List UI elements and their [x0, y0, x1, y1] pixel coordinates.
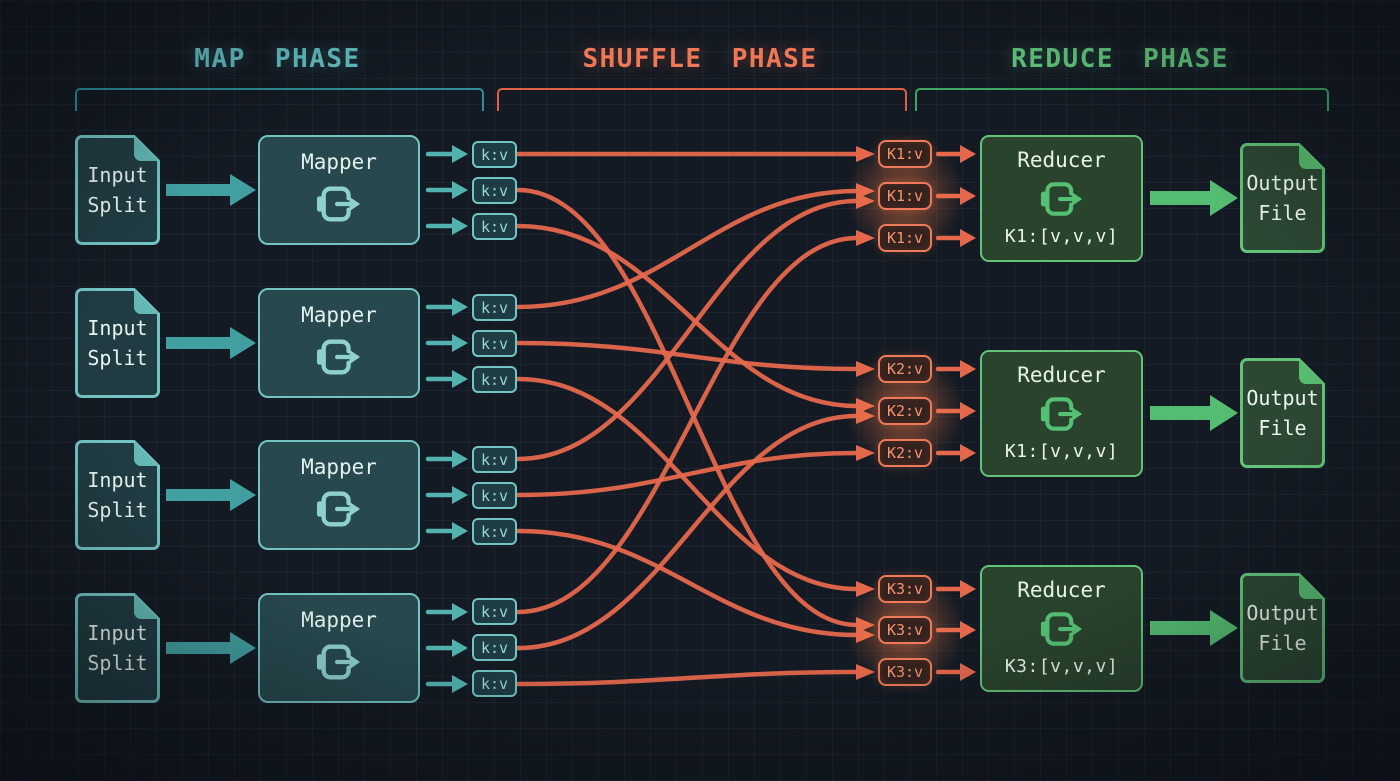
reducer-result: K1:[v,v,v]: [1004, 441, 1119, 462]
kv-pair-chip: k:v: [472, 598, 517, 625]
mapper-label: Mapper: [301, 150, 377, 174]
output-file-label: Output File: [1246, 170, 1319, 225]
process-export-icon: [316, 186, 361, 222]
mapper-box: Mapper: [258, 135, 420, 245]
process-export-icon: [316, 644, 361, 680]
kv-pair-chip: k:v: [472, 141, 517, 168]
mapper-box: Mapper: [258, 440, 420, 550]
reduce-phase-title: REDUCE PHASE: [1011, 44, 1229, 74]
kv-pair-chip: k:v: [472, 213, 517, 240]
kv-pair-chip: k:v: [472, 482, 517, 509]
output-file-label: Output File: [1246, 385, 1319, 440]
shuffle-key-box: K3:v: [878, 616, 932, 644]
input-split-label: Input Split: [87, 620, 148, 675]
process-export-icon: [316, 339, 361, 375]
process-export-icon: [316, 491, 361, 527]
kv-pair-chip: k:v: [472, 634, 517, 661]
reducer-box: Reducer K1:[v,v,v]: [980, 135, 1143, 262]
mapper-label: Mapper: [301, 303, 377, 327]
input-split-file: Input Split: [75, 135, 160, 245]
shuffle-key-box: K3:v: [878, 658, 932, 686]
reducer-result: K3:[v,v,v]: [1004, 656, 1119, 677]
process-export-icon: [1040, 397, 1082, 431]
kv-pair-chip: k:v: [472, 446, 517, 473]
mapper-box: Mapper: [258, 288, 420, 398]
input-split-file: Input Split: [75, 288, 160, 398]
shuffle-key-box: K2:v: [878, 397, 932, 425]
kv-pair-chip: k:v: [472, 177, 517, 204]
reducer-label: Reducer: [1017, 578, 1106, 602]
reducer-label: Reducer: [1017, 148, 1106, 172]
process-export-icon: [1040, 182, 1082, 216]
input-split-label: Input Split: [87, 467, 148, 522]
output-file: Output File: [1240, 358, 1325, 468]
reduce-phase-bracket: [915, 88, 1329, 111]
reducer-result: K1:[v,v,v]: [1004, 226, 1119, 247]
shuffle-phase-bracket: [497, 88, 907, 111]
shuffle-key-box: K1:v: [878, 182, 932, 210]
output-file: Output File: [1240, 573, 1325, 683]
input-split-file: Input Split: [75, 440, 160, 550]
shuffle-key-box: K1:v: [878, 140, 932, 168]
shuffle-key-box: K1:v: [878, 224, 932, 252]
kv-pair-chip: k:v: [472, 366, 517, 393]
input-split-file: Input Split: [75, 593, 160, 703]
kv-pair-chip: k:v: [472, 330, 517, 357]
shuffle-key-box: K2:v: [878, 439, 932, 467]
kv-pair-chip: k:v: [472, 518, 517, 545]
reducer-box: Reducer K1:[v,v,v]: [980, 350, 1143, 477]
reducer-label: Reducer: [1017, 363, 1106, 387]
input-split-label: Input Split: [87, 315, 148, 370]
mapper-label: Mapper: [301, 455, 377, 479]
kv-pair-chip: k:v: [472, 670, 517, 697]
kv-pair-chip: k:v: [472, 294, 517, 321]
shuffle-phase-title: SHUFFLE PHASE: [582, 44, 818, 74]
input-split-label: Input Split: [87, 162, 148, 217]
map-phase-title: MAP PHASE: [194, 44, 361, 74]
map-phase-bracket: [75, 88, 484, 111]
mapper-label: Mapper: [301, 608, 377, 632]
reducer-box: Reducer K3:[v,v,v]: [980, 565, 1143, 692]
shuffle-key-box: K3:v: [878, 575, 932, 603]
mapper-box: Mapper: [258, 593, 420, 703]
output-file: Output File: [1240, 143, 1325, 253]
process-export-icon: [1040, 612, 1082, 646]
shuffle-key-box: K2:v: [878, 355, 932, 383]
output-file-label: Output File: [1246, 600, 1319, 655]
